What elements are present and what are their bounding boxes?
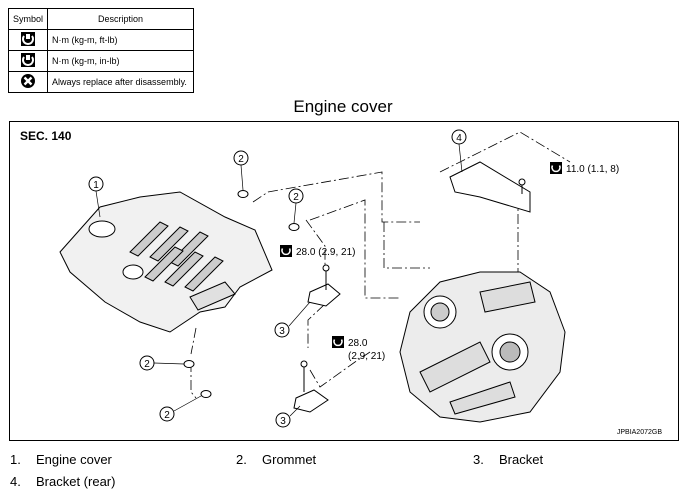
callout-2a-label: 2: [238, 154, 244, 165]
legend-symbol-cell: [7, 50, 49, 72]
diagram-frame: SEC. 140: [9, 121, 679, 441]
torque-wrench-icon: [332, 336, 344, 348]
part-number: 2.: [236, 452, 247, 467]
part-item-2: 2. Grommet: [236, 452, 316, 467]
callout-3a: 3: [274, 301, 311, 338]
callout-1-label: 1: [93, 180, 99, 191]
part-name: Bracket (rear): [36, 474, 116, 489]
diagram-title: Engine cover: [293, 97, 393, 116]
legend-header-description: Description: [47, 8, 195, 30]
part-name: Engine cover: [36, 452, 112, 467]
torque-value-bracket-lower-2: (2.9, 21): [348, 351, 385, 362]
callout-2c: 2: [139, 355, 185, 371]
intake-manifold-drawing: [399, 271, 566, 423]
callout-3b: 3: [275, 405, 301, 428]
torque-value-bracket-lower-1: 28.0: [348, 338, 368, 349]
legend-desc-inlb: N·m (kg-m, in-lb): [47, 50, 195, 72]
legend-desc-replace: Always replace after disassembly.: [47, 71, 195, 93]
grommet-parts: [183, 190, 300, 398]
section-label: SEC. 140: [20, 129, 72, 143]
part-number: 1.: [10, 452, 21, 467]
callout-4-label: 4: [456, 133, 462, 144]
torque-callout-bracket-upper: 28.0 (2.9, 21): [280, 245, 355, 258]
symbol-legend-table: Symbol Description N·m (kg-m, ft-lb) N·m…: [7, 8, 195, 93]
callout-4: 4: [451, 129, 467, 173]
engine-cover-drawing: [59, 191, 273, 333]
torque-nm-inlb-icon: [21, 53, 35, 67]
callout-1: 1: [88, 176, 104, 218]
exploded-diagram: SEC. 140: [20, 129, 662, 436]
callout-2b-label: 2: [293, 192, 299, 203]
legend-desc-ftlb: N·m (kg-m, ft-lb): [47, 29, 195, 51]
part-number: 3.: [473, 452, 484, 467]
callout-2d: 2: [159, 395, 202, 422]
torque-value-rear-bracket: 11.0 (1.1, 8): [566, 164, 619, 175]
torque-wrench-icon: [550, 162, 562, 174]
legend-header-symbol: Symbol: [7, 8, 49, 30]
callout-3a-label: 3: [279, 326, 285, 337]
callout-3b-label: 3: [280, 416, 286, 427]
legend-symbol-cell: [7, 29, 49, 51]
torque-nm-ftlb-icon: [21, 32, 35, 46]
part-item-3: 3. Bracket: [473, 452, 543, 467]
part-name: Bracket: [499, 452, 544, 467]
callout-2b: 2: [288, 188, 304, 224]
always-replace-icon: [21, 74, 35, 88]
part-item-4: 4. Bracket (rear): [10, 474, 115, 489]
callout-2c-label: 2: [144, 359, 150, 370]
part-item-1: 1. Engine cover: [10, 452, 112, 467]
callout-2a: 2: [233, 150, 249, 191]
torque-callout-rear-bracket: 11.0 (1.1, 8): [550, 162, 619, 175]
torque-callout-bracket-lower: 28.0 (2.9, 21): [332, 336, 385, 362]
torque-wrench-icon: [280, 245, 292, 257]
part-name: Grommet: [262, 452, 317, 467]
torque-value-bracket-upper: 28.0 (2.9, 21): [296, 247, 355, 258]
figure-code: JPBIA2072GB: [617, 429, 662, 436]
bracket-parts: [293, 161, 531, 413]
legend-symbol-cell: [7, 71, 49, 93]
callout-2d-label: 2: [164, 410, 170, 421]
part-number: 4.: [10, 474, 21, 489]
